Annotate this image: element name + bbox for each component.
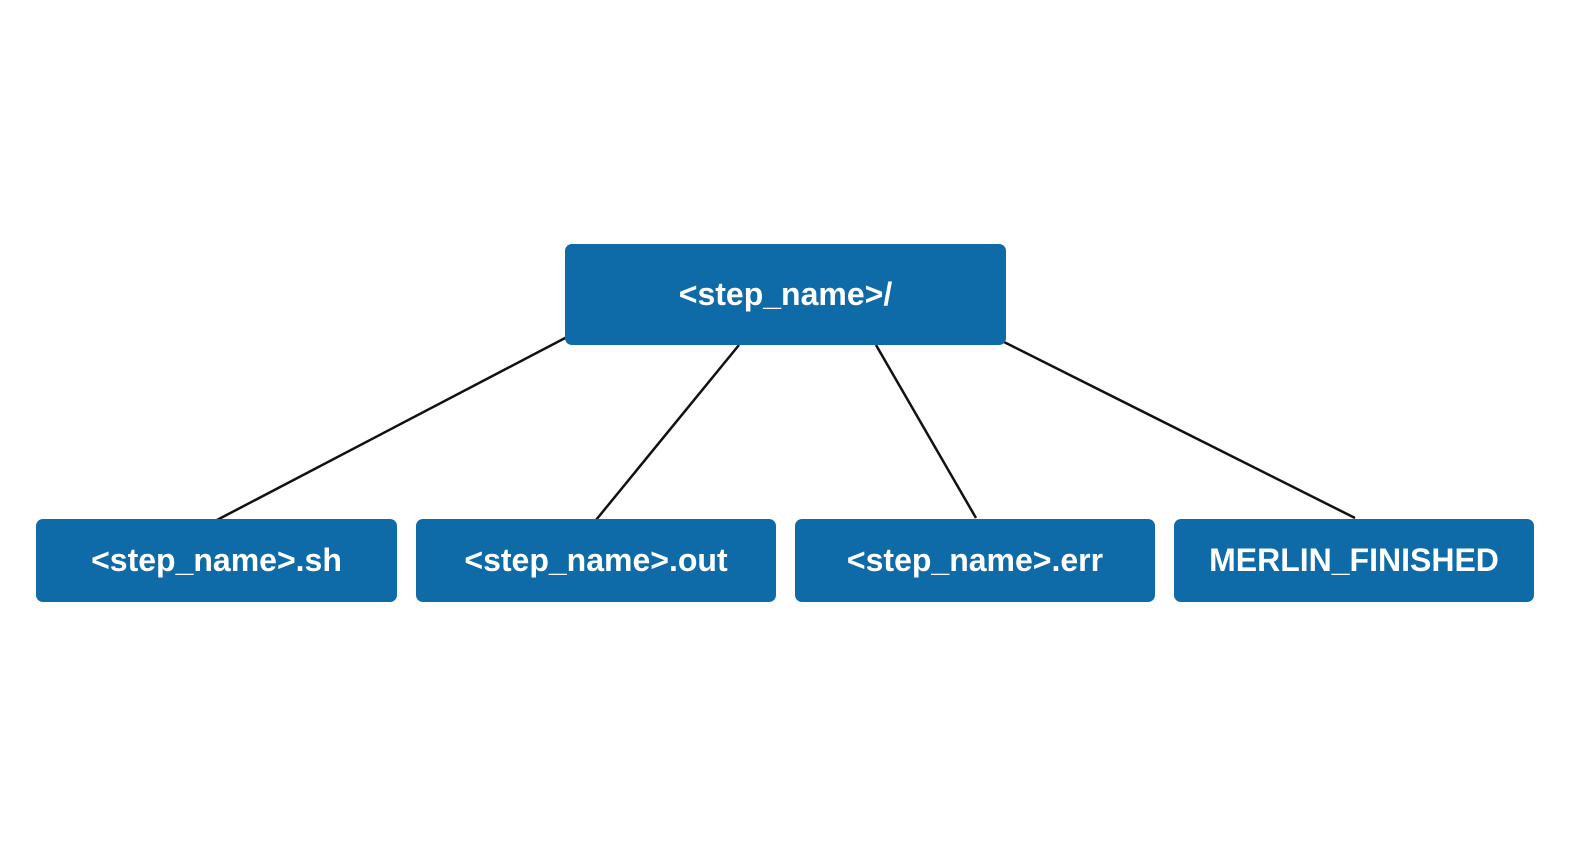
node-step-directory: <step_name>/: [565, 244, 1006, 345]
node-step-script-file-label: <step_name>.sh: [91, 542, 342, 578]
node-step-output-file-label: <step_name>.out: [464, 542, 728, 578]
connector-root-to-sh: [216, 335, 568, 522]
node-step-script-file: <step_name>.sh: [36, 519, 397, 602]
connector-root-to-out: [595, 344, 740, 521]
connector-root-to-err: [874, 344, 978, 519]
node-step-error-file-label: <step_name>.err: [846, 542, 1104, 578]
connector-root-to-finished: [1003, 340, 1356, 520]
node-step-directory-label: <step_name>/: [678, 276, 893, 312]
node-merlin-finished-file: MERLIN_FINISHED: [1174, 519, 1534, 602]
node-merlin-finished-file-label: MERLIN_FINISHED: [1209, 542, 1499, 578]
node-step-output-file: <step_name>.out: [416, 519, 776, 602]
node-step-error-file: <step_name>.err: [795, 519, 1155, 602]
